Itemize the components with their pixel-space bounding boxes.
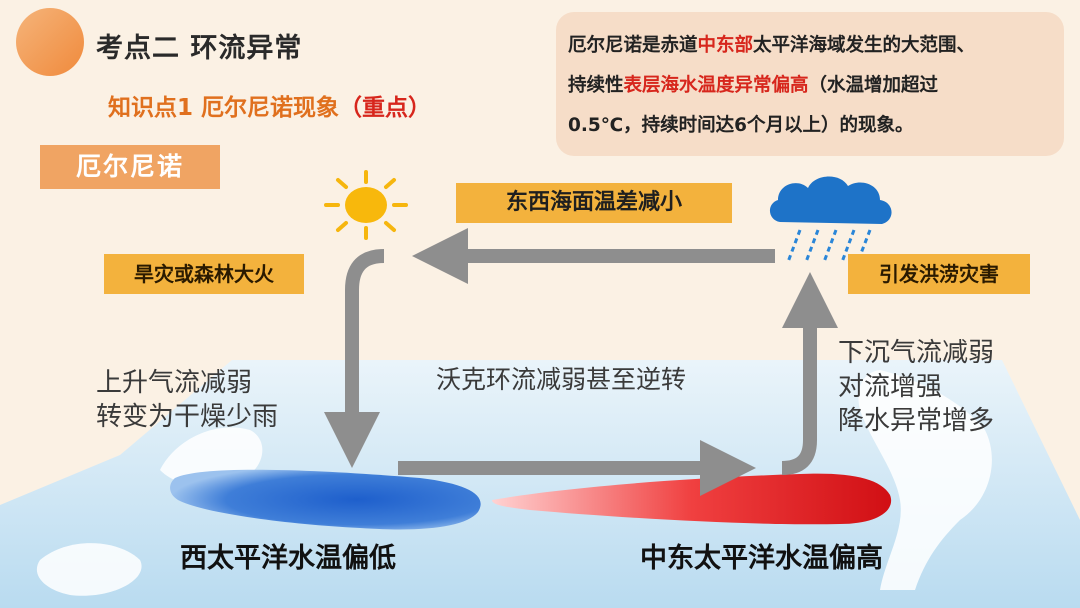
flood-label: 引发洪涝灾害 (848, 254, 1030, 294)
land-america (858, 370, 992, 590)
def-highlight: 表层海水温度异常偏高 (623, 75, 809, 96)
definition-line-3: 0.5℃，持续时间达6个月以上）的现象。 (568, 115, 914, 136)
sun-icon (324, 170, 408, 240)
west-effect-line: 上升气流减弱 (96, 368, 253, 398)
definition-box: 厄尔尼诺是赤道中东部太平洋海域发生的大范围、 持续性表层海水温度异常偏高（水温增… (556, 12, 1064, 156)
walker-circulation-text: 沃克环流减弱甚至逆转 (436, 365, 687, 394)
west-effect-line: 转变为干燥少雨 (96, 402, 279, 432)
east-effect-line: 对流增强 (838, 372, 943, 402)
definition-line-2: 持续性表层海水温度异常偏高（水温增加超过 (568, 66, 1054, 106)
west-pacific-label: 西太平洋水温偏低 (180, 543, 396, 574)
cold-water-pool (170, 469, 481, 530)
page-title: 考点二 环流异常 (96, 33, 303, 64)
east-effect-line: 下沉气流减弱 (838, 338, 995, 368)
elnino-tag: 厄尔尼诺 (40, 145, 220, 189)
east-effect-line: 降水异常增多 (838, 406, 995, 436)
decorative-circle (16, 8, 84, 76)
subtitle-main: 知识点1 厄尔尼诺现象 (108, 95, 340, 121)
land-oceania (36, 543, 142, 596)
page-subtitle: 知识点1 厄尔尼诺现象（重点） (108, 88, 431, 122)
walker-arrow-left (324, 249, 385, 468)
drought-fire-label: 旱灾或森林大火 (104, 254, 304, 294)
walker-arrow-right (781, 272, 838, 475)
subtitle-tag: （重点） (339, 95, 432, 121)
west-effect-text: 上升气流减弱 转变为干燥少雨 (96, 366, 278, 434)
east-pacific-label: 中东太平洋水温偏高 (640, 543, 883, 574)
rain-cloud-icon (769, 176, 892, 263)
temperature-difference-label: 东西海面温差减小 (456, 183, 732, 223)
definition-line-1: 厄尔尼诺是赤道中东部太平洋海域发生的大范围、 (568, 26, 1054, 66)
def-highlight: 中东部 (697, 35, 754, 56)
warm-water-pool (492, 473, 892, 525)
east-effect-text: 下沉气流减弱 对流增强 降水异常增多 (838, 336, 994, 438)
def-text: 持续性 (568, 75, 624, 96)
def-text: （水温增加超过 (808, 75, 939, 96)
def-text: 厄尔尼诺是赤道 (568, 35, 698, 56)
def-text: 太平洋海域发生的大范围、 (753, 35, 976, 56)
